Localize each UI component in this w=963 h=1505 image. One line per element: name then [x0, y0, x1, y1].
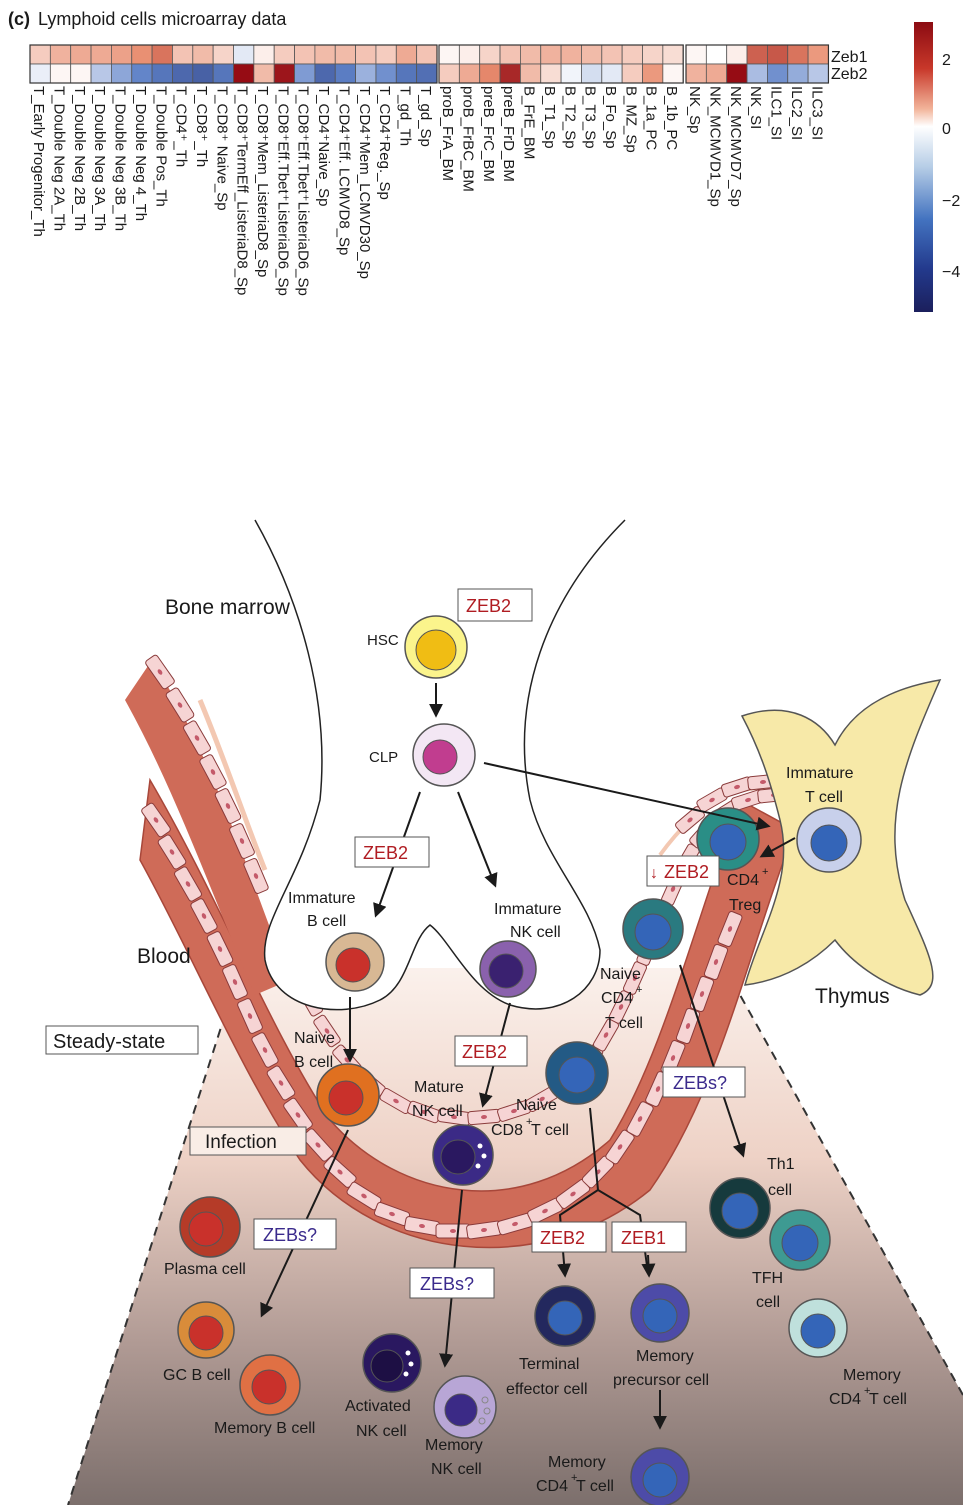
- label-mem-nk-1: Memory: [425, 1437, 483, 1454]
- label-bone-marrow: Bone marrow: [165, 596, 291, 619]
- label-term-eff-2: effector cell: [506, 1381, 588, 1398]
- label-plasma: Plasma cell: [164, 1261, 246, 1278]
- label-gcb: GC B cell: [163, 1367, 231, 1384]
- label-term-eff-1: Terminal: [519, 1356, 579, 1373]
- label-th1-2: cell: [768, 1182, 792, 1199]
- th1-cell: [710, 1178, 770, 1238]
- label-infection: Infection: [205, 1132, 277, 1153]
- memory-nk-cell: [434, 1376, 496, 1438]
- activated-nk-cell: [363, 1334, 421, 1392]
- label-naive-cd4-sup: +: [636, 984, 642, 996]
- label-cd4-treg-1: CD4: [727, 872, 759, 889]
- label-mem-prec-1: Memory: [636, 1348, 694, 1365]
- naive-cd8-cell: [546, 1042, 608, 1104]
- label-naive-b-2: B cell: [294, 1054, 333, 1071]
- box-zebs-nk: ZEBs?: [420, 1274, 474, 1294]
- box-zeb2-immature-b: ZEB2: [363, 843, 408, 863]
- box-zeb2-hsc: ZEB2: [466, 596, 511, 616]
- label-hsc: HSC: [367, 632, 399, 649]
- label-mem-nk-2: NK cell: [431, 1461, 482, 1478]
- label-mem-cd4-a-3: T cell: [576, 1478, 614, 1495]
- label-immature-nk-1: Immature: [494, 901, 562, 918]
- terminal-effector-cell: [535, 1286, 595, 1346]
- label-tfh-2: cell: [756, 1294, 780, 1311]
- label-mem-cd4-b-2: CD4: [829, 1391, 861, 1408]
- clp-cell: [413, 724, 475, 786]
- box-zeb2-nk: ZEB2: [462, 1042, 507, 1062]
- label-cd4-treg-sup: +: [762, 866, 768, 878]
- label-naive-cd8-3: T cell: [531, 1122, 569, 1139]
- endothelial-nucleus: [450, 1229, 456, 1233]
- box-zebs-cd4: ZEBs?: [673, 1073, 727, 1093]
- box-zeb2-treg: ZEB2: [664, 862, 709, 882]
- naive-b-cell: [317, 1064, 379, 1126]
- label-steady-state: Steady-state: [53, 1031, 165, 1053]
- label-immature-t-1: Immature: [786, 765, 854, 782]
- label-naive-cd8-1: Naive: [516, 1097, 557, 1114]
- immature-nk-cell: [480, 941, 536, 997]
- down-arrow-icon: ↓: [650, 865, 658, 882]
- plasma-cell: [180, 1197, 240, 1257]
- label-blood: Blood: [137, 945, 191, 968]
- label-immature-b-1: Immature: [288, 890, 356, 907]
- label-naive-cd8-2: CD8: [491, 1122, 523, 1139]
- label-naive-cd4-3: T cell: [605, 1015, 643, 1032]
- label-th1-1: Th1: [767, 1156, 795, 1173]
- box-zebs-b: ZEBs?: [263, 1225, 317, 1245]
- label-mem-cd4-b-1: Memory: [843, 1367, 901, 1384]
- tfh-cell: [770, 1210, 830, 1270]
- label-mem-cd4-b-3: T cell: [869, 1391, 907, 1408]
- label-mem-prec-2: precursor cell: [613, 1372, 709, 1389]
- label-immature-nk-2: NK cell: [510, 924, 561, 941]
- label-act-nk-1: Activated: [345, 1398, 411, 1415]
- memory-cd4-cell-right: [789, 1299, 847, 1357]
- label-mature-nk-1: Mature: [414, 1079, 464, 1096]
- hsc-cell: [405, 616, 467, 678]
- memory-cd4-cell-lower: [631, 1448, 689, 1505]
- mature-nk-cell: [433, 1125, 493, 1185]
- label-mem-cd4-a-2: CD4: [536, 1478, 568, 1495]
- label-mem-cd4-a-1: Memory: [548, 1454, 606, 1471]
- box-zeb2-cd8: ZEB2: [540, 1228, 585, 1248]
- box-zeb1-cd8: ZEB1: [621, 1228, 666, 1248]
- immature-b-cell: [326, 933, 384, 991]
- label-memb: Memory B cell: [214, 1420, 315, 1437]
- immature-t-cell: [797, 808, 861, 872]
- label-immature-b-2: B cell: [307, 913, 346, 930]
- label-naive-cd4-2: CD4: [601, 990, 633, 1007]
- gc-b-cell: [178, 1302, 234, 1358]
- label-thymus: Thymus: [815, 985, 890, 1008]
- label-act-nk-2: NK cell: [356, 1423, 407, 1440]
- label-tfh-1: TFH: [752, 1270, 783, 1287]
- label-mature-nk-2: NK cell: [412, 1103, 463, 1120]
- label-naive-cd4-1: Naive: [600, 966, 641, 983]
- label-clp: CLP: [369, 749, 398, 766]
- label-cd4-treg-2: Treg: [729, 897, 761, 914]
- label-immature-t-2: T cell: [805, 789, 843, 806]
- label-naive-b-1: Naive: [294, 1030, 335, 1047]
- memory-precursor-cell: [631, 1284, 689, 1342]
- memory-b-cell: [240, 1355, 300, 1415]
- naive-cd4-cell: [623, 899, 683, 959]
